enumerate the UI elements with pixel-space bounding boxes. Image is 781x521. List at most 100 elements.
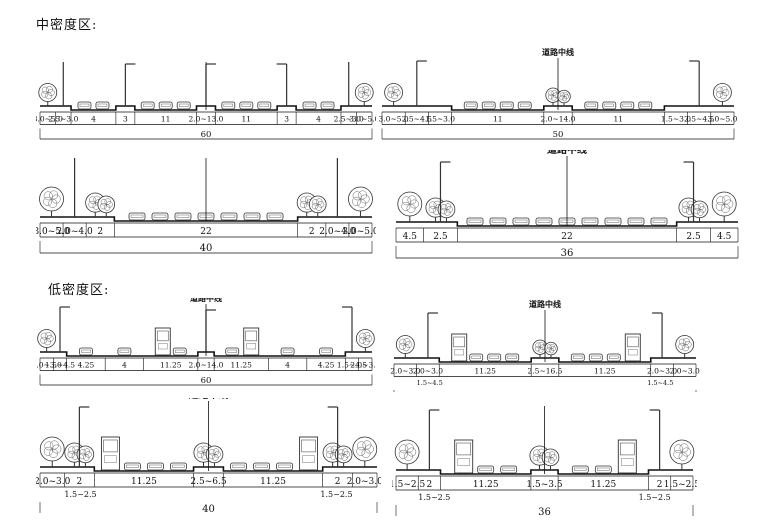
total-width-label: 60 [201, 376, 212, 386]
tree-icon [397, 191, 423, 222]
segment-width-label: 11.25 [474, 367, 496, 376]
section-decorations [39, 406, 378, 471]
center-line-label: 道路中线 [542, 47, 574, 57]
segment-width-label: 2.0~3.0 [413, 367, 443, 376]
car-icon [602, 101, 617, 110]
segment-width-label: 2 [335, 477, 341, 487]
car-icon [584, 101, 599, 110]
segment-width-label: 4 [122, 361, 127, 370]
center-line-label: 道路中线 [189, 398, 229, 401]
total-width-label: 50 [540, 392, 551, 393]
tree-icon [205, 445, 224, 467]
sub-width-label: 1.5~2.5 [639, 493, 671, 502]
segment-width-label: 2.5 [433, 232, 448, 242]
car-icon [606, 353, 621, 362]
center-line-label: 道路中线 [529, 299, 561, 309]
car-icon [124, 462, 141, 471]
tree-icon [334, 445, 353, 467]
segment-width-label: 2 [309, 227, 315, 237]
total-width-label: 40 [202, 504, 215, 513]
segment-width-label: 2.0~3.0 [647, 367, 677, 376]
street-lamp-icon [338, 60, 350, 106]
cross-section-low-40: 道路中线2.0~3.0211.252.5~6.511.2522.0~3.01.5… [34, 388, 383, 515]
street-lamp-icon [327, 406, 339, 467]
tree-icon [97, 195, 116, 217]
car-icon [463, 101, 478, 110]
segment-width-label: 11.25 [160, 361, 182, 370]
segment-width-label: 2.5~16.5 [528, 367, 563, 376]
sub-width-label: 1.5~2.5 [64, 490, 96, 499]
section-drawing: 道路中线3.0~5.02.5~3.043112.0~13.011342.5~3.… [33, 47, 380, 140]
tree-icon [384, 83, 404, 106]
tree-icon [545, 87, 561, 106]
sub-width-label: 1.5~2.5 [418, 493, 450, 502]
sub-width-label: 1.5~4.5 [417, 379, 443, 387]
car-icon [650, 217, 668, 226]
car-icon [280, 347, 295, 356]
bus-icon [617, 439, 637, 474]
segment-width-label: 2.0~3.0 [390, 367, 420, 376]
segment-width-label: 1.5~4.5 [45, 361, 75, 370]
street-lamp-icon [683, 161, 695, 222]
segment-width-label: 11.25 [594, 367, 616, 376]
segment-width-label: 4.25 [318, 361, 335, 370]
segment-width-label: 3 [123, 115, 128, 124]
segment-width-label: 1.5~2.5 [664, 480, 697, 490]
dimension-bar: 2.0~3.01.5~4.54.25411.252.0~14.011.2544.… [32, 357, 381, 371]
section-drawing: 道路中线1.5~2.5211.251.5~3.511.2521.5~2.51.5… [389, 391, 700, 518]
total-width-label: 36 [538, 507, 551, 516]
car-icon [79, 347, 93, 356]
bus-icon [624, 333, 641, 362]
total-width: 60 [39, 128, 373, 140]
tree-icon [76, 445, 95, 467]
segment-width-label: 11.25 [473, 480, 499, 490]
car-icon [489, 217, 507, 226]
total-width: 40 [39, 241, 373, 254]
car-icon [512, 217, 530, 226]
segment-width-label: 2.0~3.0 [36, 361, 62, 370]
tree-icon [711, 191, 737, 222]
tree-icon [669, 439, 695, 470]
street-lamp-icon [78, 406, 90, 467]
segment-width-label: 3.0~5.0 [36, 115, 63, 124]
section-decorations [37, 306, 375, 356]
segment-width-label: 1.5~3.0 [661, 115, 691, 124]
street-lamp-icon [74, 156, 85, 217]
total-width-label: 36 [561, 248, 574, 259]
section-decorations [384, 60, 732, 110]
segment-width-label: 2.0~3.0 [347, 477, 381, 487]
car-icon [500, 465, 518, 474]
segment-width-label: 2.0~14.0 [189, 361, 224, 370]
car-icon [243, 212, 261, 221]
tree-icon [355, 329, 375, 352]
tree-icon [38, 83, 58, 106]
car-icon [257, 101, 272, 110]
cross-section-low-60: 道路中线2.0~3.01.5~4.54.25411.252.0~14.011.2… [32, 293, 381, 386]
total-width: 50 [381, 128, 735, 140]
bus-icon [454, 439, 474, 474]
car-icon [499, 101, 514, 110]
center-line-label: 道路中线 [547, 150, 587, 156]
car-icon [220, 212, 238, 221]
car-icon [158, 101, 173, 110]
car-icon [517, 101, 532, 110]
segment-width-label: 22 [200, 227, 211, 237]
segment-width-label: 11 [614, 115, 624, 124]
segment-width-label: 3.0~5.0 [707, 115, 737, 124]
total-width-label: 50 [553, 130, 564, 140]
car-icon [481, 101, 496, 110]
street-lamp-icon [205, 63, 216, 106]
tree-icon [308, 195, 327, 217]
car-icon [239, 101, 254, 110]
car-icon [230, 462, 247, 471]
segment-width-label: 3.0~5.0 [36, 227, 70, 237]
bus-icon [243, 327, 260, 356]
tree-icon [37, 329, 57, 352]
tree-icon [544, 341, 558, 358]
segment-width-label: 4 [91, 115, 96, 124]
